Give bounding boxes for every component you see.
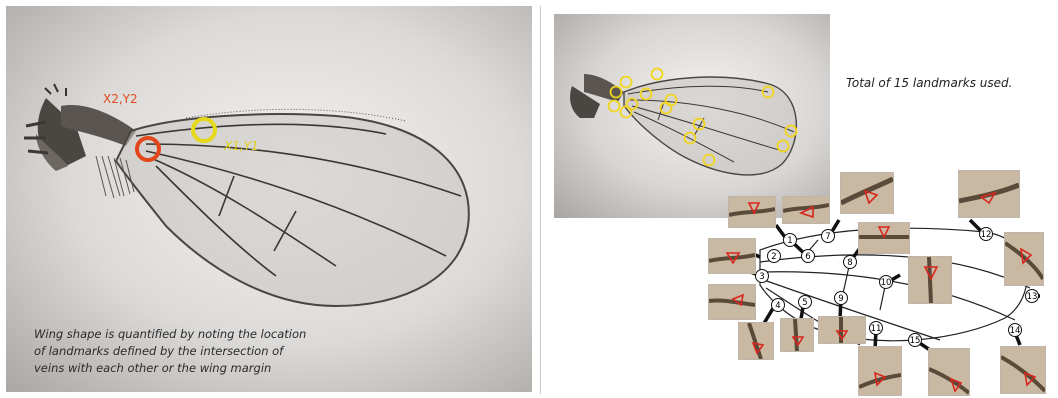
inset-landmark-9: [818, 316, 866, 344]
inset-landmark-2: [708, 238, 756, 274]
landmark-12-number: 12: [981, 230, 992, 240]
landmark-11-number: 11: [871, 324, 882, 334]
inset-landmark-5: [780, 318, 814, 352]
landmark-5-number: 5: [802, 298, 807, 308]
inset-landmark-3: [708, 284, 756, 320]
landmark-4-number: 4: [775, 301, 780, 311]
inset-landmark-15: [928, 348, 970, 396]
inset-landmark-8: [858, 222, 910, 254]
landmark-2-number: 2: [771, 252, 776, 262]
landmark-8-number: 8: [847, 258, 852, 268]
wing-photo-right: [554, 14, 830, 218]
landmark-13-number: 13: [1027, 292, 1038, 302]
landmark-x2-label: X2,Y2: [103, 92, 138, 106]
inset-landmark-4: [738, 322, 774, 360]
inset-landmark-1: [728, 196, 776, 228]
landmark-1-number: 1: [787, 236, 792, 246]
landmark-9-number: 9: [838, 294, 843, 304]
inset-landmark-12: [958, 170, 1020, 218]
inset-landmark-11: [858, 346, 902, 396]
landmark-6-number: 6: [805, 252, 810, 262]
wing-membrane: [116, 114, 469, 306]
inset-landmark-14: [1000, 346, 1046, 394]
landmark-7-number: 7: [825, 232, 830, 242]
caption-text: Wing shape is quantified by noting the l…: [34, 326, 364, 377]
inset-landmark-6: [782, 196, 830, 224]
landmark-10-number: 10: [881, 278, 892, 288]
landmark-x1-label: X1,Y1: [224, 139, 259, 153]
inset-landmark-10: [908, 256, 952, 304]
panel-divider: [540, 6, 541, 394]
inset-landmark-13: [1004, 232, 1044, 286]
landmark-3-number: 3: [759, 272, 764, 282]
landmark-14-number: 14: [1010, 326, 1021, 336]
wing-photo-left: X2,Y2 X1,Y1 Wing shape is quantified by …: [6, 6, 532, 392]
landmark-15-number: 15: [910, 336, 921, 346]
inset-landmark-7: [840, 172, 894, 214]
landmark-count-note: Total of 15 landmarks used.: [846, 76, 1012, 90]
